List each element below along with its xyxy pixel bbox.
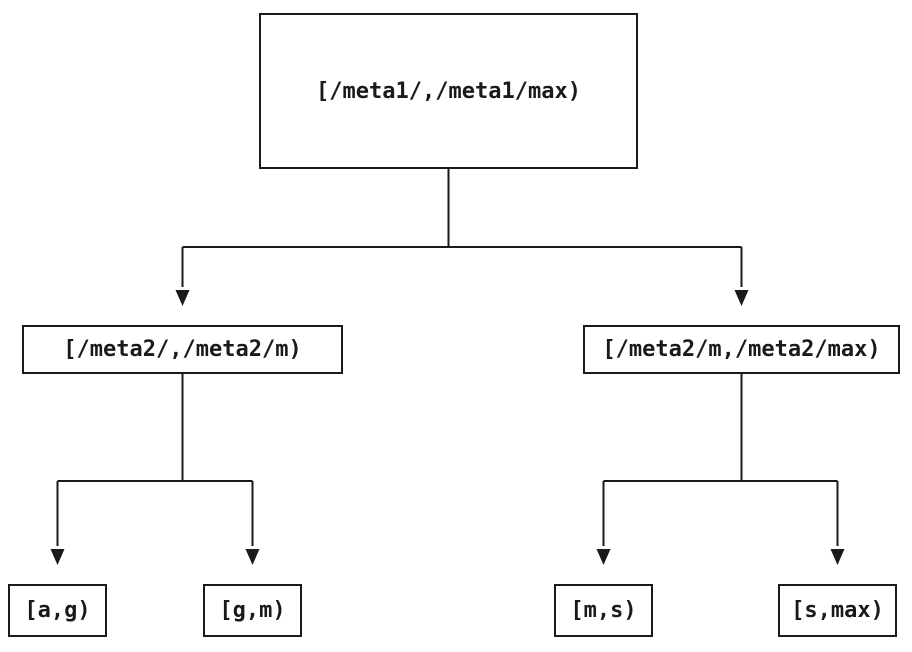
node-meta1-root: [/meta1/,/meta1/max) [259,13,638,169]
node-leaf-gm: [g,m) [203,584,302,637]
arrowhead-down-icon [175,290,190,306]
node-label: [s,max) [791,598,884,623]
node-leaf-ag: [a,g) [8,584,107,637]
node-leaf-smax: [s,max) [778,584,897,637]
node-label: [m,s) [570,598,637,623]
arrowhead-down-icon [596,549,611,565]
node-label: [/meta2/m,/meta2/max) [602,337,881,362]
edges-from-root [175,169,749,306]
arrowhead-down-icon [245,549,260,565]
node-meta2-low: [/meta2/,/meta2/m) [22,325,343,374]
node-leaf-ms: [m,s) [554,584,653,637]
node-label: [/meta1/,/meta1/max) [316,78,581,104]
node-label: [/meta2/,/meta2/m) [63,337,302,362]
arrowhead-down-icon [734,290,749,306]
node-label: [a,g) [24,598,91,623]
arrowhead-down-icon [830,549,845,565]
node-label: [g,m) [219,598,286,623]
edges-from-meta2-low [50,374,260,565]
edges-from-meta2-high [596,374,845,565]
arrowhead-down-icon [50,549,65,565]
node-meta2-high: [/meta2/m,/meta2/max) [583,325,900,374]
